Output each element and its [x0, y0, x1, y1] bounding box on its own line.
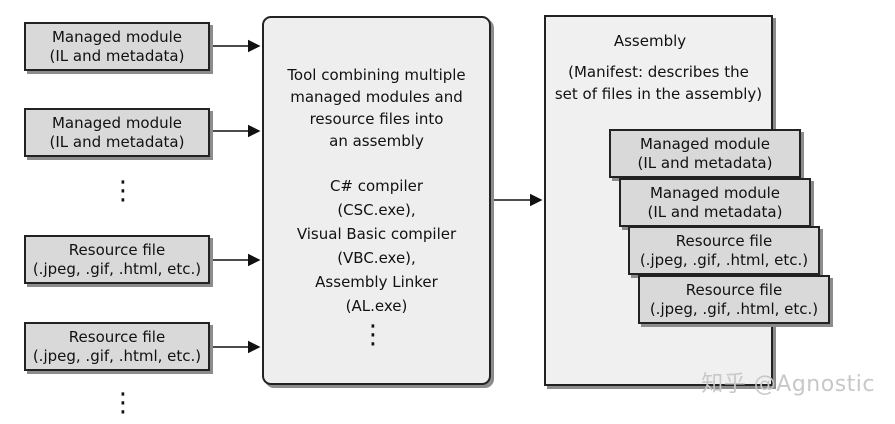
manifest-line: (Manifest: describes the	[568, 63, 749, 81]
resource-file-sublabel: (.jpeg, .gif, .html, etc.)	[649, 299, 819, 318]
resource-file-sublabel: (.jpeg, .gif, .html, etc.)	[32, 259, 202, 278]
assembly-file-managed-module-2: Managed module (IL and metadata)	[619, 178, 811, 227]
managed-module-label: Managed module	[51, 113, 183, 132]
assembly-file-resource-file-2: Resource file (.jpeg, .gif, .html, etc.)	[638, 275, 830, 324]
inputs-ellipsis-1: ⋮	[110, 176, 136, 206]
resource-file-label: Resource file	[685, 280, 783, 299]
tool-item: C# compiler	[329, 177, 424, 195]
watermark: 知乎 @Agnostic	[701, 372, 875, 397]
input-resource-file-1: Resource file (.jpeg, .gif, .html, etc.)	[24, 235, 210, 284]
resource-file-sublabel: (.jpeg, .gif, .html, etc.)	[639, 250, 809, 269]
tool-desc-line: managed modules and	[290, 88, 463, 106]
tool-ellipsis: ⋮	[360, 322, 386, 348]
managed-module-sublabel: (IL and metadata)	[49, 132, 185, 151]
tool-desc-line: resource files into	[309, 110, 444, 128]
assembly-file-managed-module-1: Managed module (IL and metadata)	[609, 129, 801, 178]
managed-module-sublabel: (IL and metadata)	[49, 46, 185, 65]
tool-desc-line: Tool combining multiple	[287, 66, 466, 84]
resource-file-label: Resource file	[68, 327, 166, 346]
tool-box	[262, 16, 491, 385]
inputs-ellipsis-2: ⋮	[110, 388, 136, 418]
manifest-line: set of files in the assembly)	[554, 85, 763, 103]
resource-file-sublabel: (.jpeg, .gif, .html, etc.)	[32, 346, 202, 365]
tool-item: (CSC.exe),	[337, 201, 416, 219]
assembly-manifest: (Manifest: describes the set of files in…	[544, 61, 773, 105]
managed-module-label: Managed module	[649, 183, 781, 202]
tool-item: Assembly Linker	[315, 273, 438, 291]
tool-item: Visual Basic compiler	[296, 225, 457, 243]
input-managed-module-1: Managed module (IL and metadata)	[24, 22, 210, 71]
assembly-title: Assembly	[613, 32, 687, 50]
tool-item: (VBC.exe),	[337, 249, 416, 267]
tool-description: Tool combining multiple managed modules …	[262, 64, 491, 152]
resource-file-label: Resource file	[68, 240, 166, 259]
managed-module-sublabel: (IL and metadata)	[647, 202, 783, 221]
input-managed-module-2: Managed module (IL and metadata)	[24, 108, 210, 157]
managed-module-sublabel: (IL and metadata)	[637, 153, 773, 172]
tool-desc-line: an assembly	[329, 132, 424, 150]
managed-module-label: Managed module	[51, 27, 183, 46]
managed-module-label: Managed module	[639, 134, 771, 153]
tool-item: (AL.exe)	[345, 297, 408, 315]
input-resource-file-2: Resource file (.jpeg, .gif, .html, etc.)	[24, 322, 210, 371]
resource-file-label: Resource file	[675, 231, 773, 250]
assembly-file-resource-file-1: Resource file (.jpeg, .gif, .html, etc.)	[628, 226, 820, 275]
tool-list: C# compiler (CSC.exe), Visual Basic comp…	[262, 174, 491, 318]
